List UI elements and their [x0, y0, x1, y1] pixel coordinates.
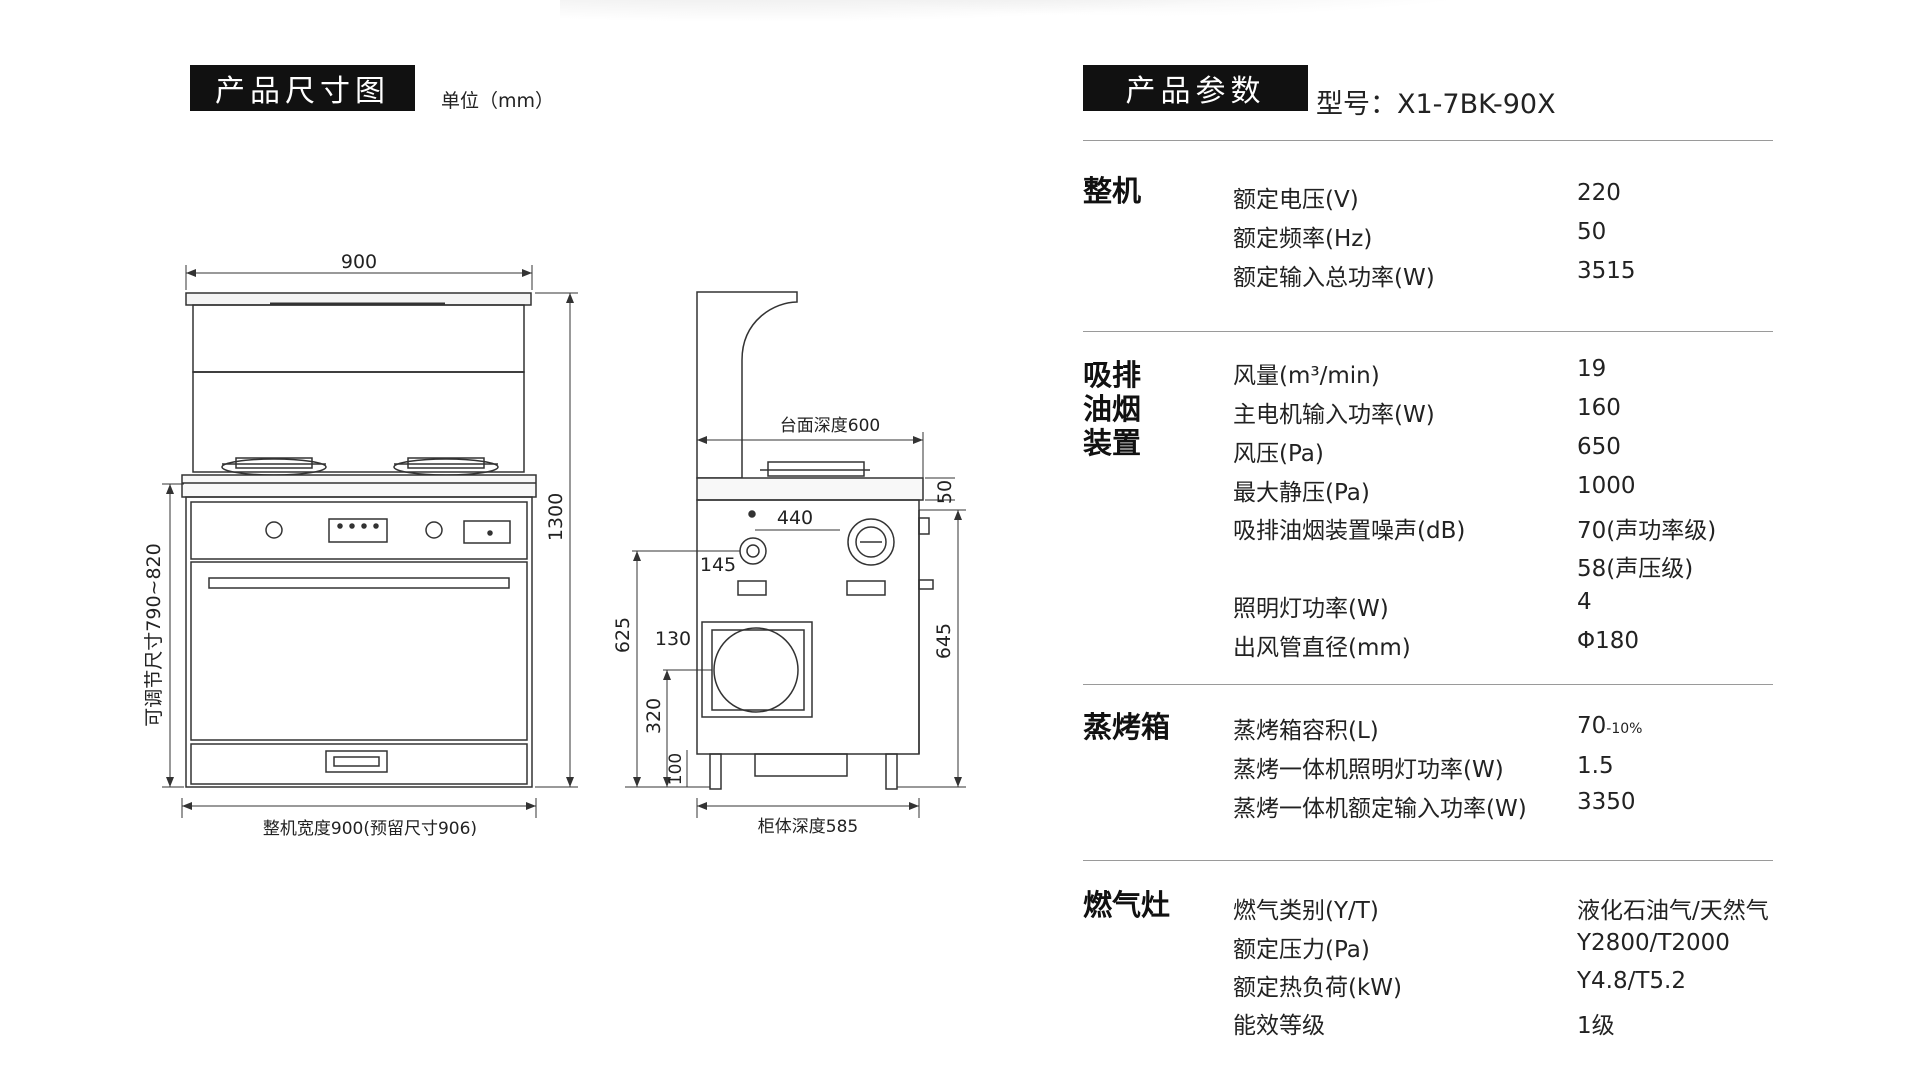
dim-320: 320: [643, 698, 665, 734]
param-name: 吸排油烟装置噪声(dB): [1233, 518, 1466, 544]
dim-145: 145: [700, 554, 736, 576]
param-name: 蒸烤一体机照明灯功率(W): [1233, 757, 1504, 783]
divider: [1083, 860, 1773, 861]
section-title-whole: 整机: [1083, 174, 1142, 208]
param-name: 风量(m³/min): [1233, 363, 1380, 389]
param-value: 58(声压级): [1577, 556, 1694, 582]
param-value-suffix: -10%: [1606, 721, 1643, 737]
param-name: 最大静压(Pa): [1233, 480, 1370, 506]
param-name: 额定电压(V): [1233, 187, 1359, 213]
param-name: 额定频率(Hz): [1233, 226, 1373, 252]
decorative-top-blur: [560, 0, 1560, 40]
param-name: 主电机输入功率(W): [1233, 402, 1435, 428]
dim-440: 440: [777, 507, 813, 529]
dim-cabinet-depth: 柜体深度585: [758, 817, 858, 837]
divider: [1083, 331, 1773, 332]
param-name: 风压(Pa): [1233, 441, 1324, 467]
dim-front-width: 900: [341, 251, 377, 273]
section-title-steam-oven: 蒸烤箱: [1083, 710, 1171, 744]
param-value: 70-10%: [1577, 713, 1642, 739]
dim-50: 50: [934, 480, 956, 504]
dim-130: 130: [655, 628, 691, 650]
dimension-drawing: 900: [143, 251, 966, 839]
section-title-line: 吸排: [1083, 358, 1142, 392]
model-number: 型号：X1-7BK-90X: [1316, 89, 1556, 120]
front-view: 900: [143, 251, 578, 839]
param-value: 1级: [1577, 1013, 1615, 1039]
dim-645: 645: [933, 623, 955, 659]
param-name: 额定热负荷(kW): [1233, 975, 1403, 1001]
param-value: 70(声功率级): [1577, 518, 1717, 544]
param-name: 出风管直径(mm): [1233, 635, 1411, 661]
param-value: 1000: [1577, 473, 1636, 499]
param-value: Y2800/T2000: [1577, 930, 1730, 956]
param-value: 50: [1577, 219, 1607, 245]
param-name: 额定输入总功率(W): [1233, 265, 1435, 291]
side-view: 台面深度600 50 440 145 130 625 320 100 645: [612, 291, 966, 837]
param-name: 照明灯功率(W): [1233, 596, 1389, 622]
param-value: 液化石油气/天然气: [1577, 898, 1769, 924]
divider: [1083, 684, 1773, 685]
param-value: 650: [1577, 434, 1621, 460]
param-name: 蒸烤一体机额定输入功率(W): [1233, 796, 1527, 822]
dim-total-height: 1300: [545, 493, 567, 541]
section-title-line: 装置: [1083, 426, 1142, 460]
param-value: Y4.8/T5.2: [1577, 968, 1687, 994]
param-value: 220: [1577, 180, 1621, 206]
section-title-hood: 吸排 油烟 装置: [1083, 358, 1141, 460]
param-name: 能效等级: [1233, 1013, 1325, 1039]
dim-adjustable: 可调节尺寸790~820: [143, 543, 165, 726]
param-value: 3515: [1577, 258, 1636, 284]
dimension-diagram-title: 产品尺寸图: [190, 65, 415, 111]
section-title-gas-stove: 燃气灶: [1083, 888, 1171, 922]
param-value: 160: [1577, 395, 1621, 421]
dim-counter-depth: 台面深度600: [780, 416, 880, 436]
param-value: 1.5: [1577, 753, 1614, 779]
unit-label: 单位（mm）: [441, 90, 555, 112]
divider: [1083, 140, 1773, 141]
parameters-title: 产品参数: [1083, 65, 1308, 111]
dim-overall-width: 整机宽度900(预留尺寸906): [263, 819, 477, 839]
param-name: 燃气类别(Y/T): [1233, 898, 1379, 924]
dim-625: 625: [612, 617, 634, 653]
param-name: 蒸烤箱容积(L): [1233, 718, 1379, 744]
param-value: Φ180: [1577, 628, 1640, 654]
param-name: 额定压力(Pa): [1233, 937, 1370, 963]
param-value: 19: [1577, 356, 1607, 382]
param-value: 3350: [1577, 789, 1636, 815]
dim-100: 100: [666, 753, 686, 785]
section-title-line: 油烟: [1083, 392, 1142, 426]
param-value: 4: [1577, 589, 1592, 615]
param-value-main: 70: [1577, 713, 1607, 739]
